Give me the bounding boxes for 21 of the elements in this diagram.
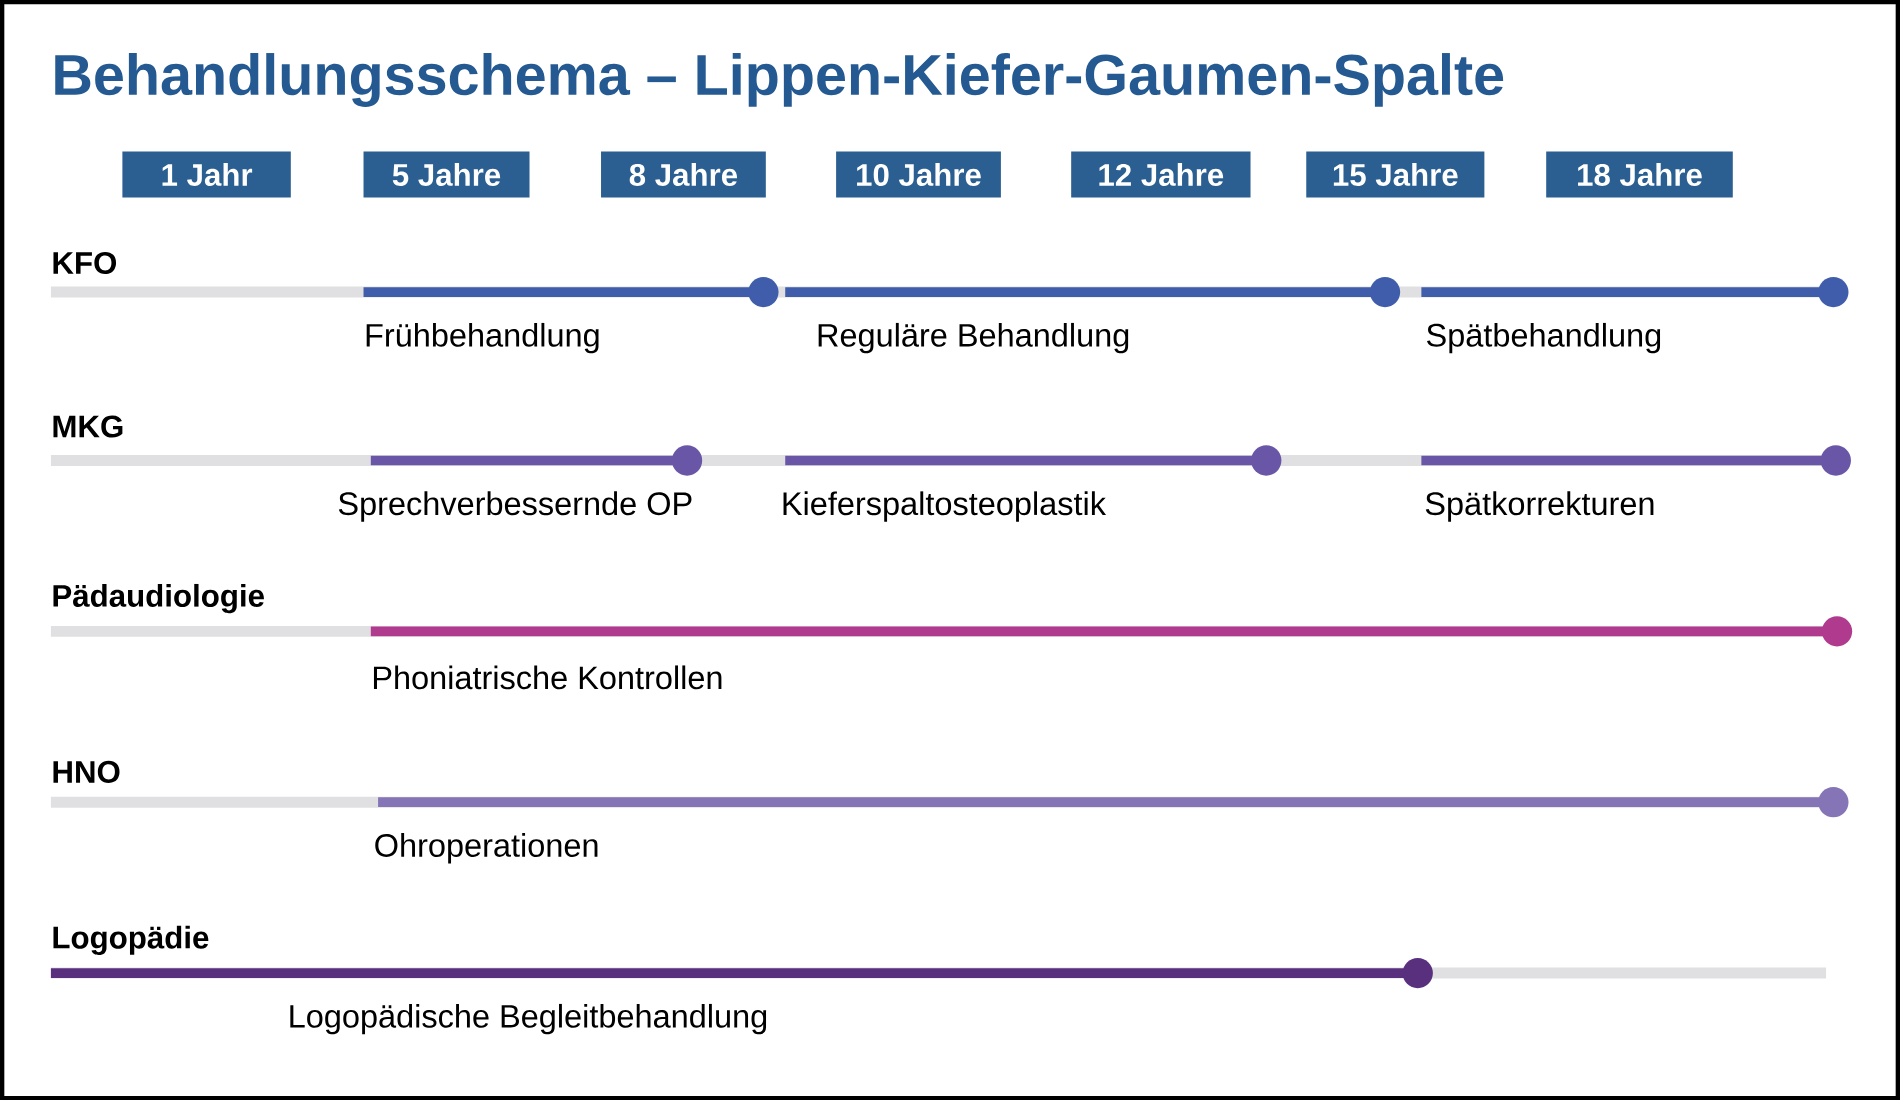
title: Behandlungsschema – Lippen-Kiefer-Gaumen-Spalte: [55, 52, 1504, 107]
node-label: Ohroperationen: [375, 832, 598, 864]
node-label: Frühbehandlung: [366, 322, 599, 354]
year-box: 10 Jahre: [836, 151, 1001, 198]
timeline-bar: Frühbehandlung: [363, 276, 779, 354]
node-label: Reguläre Behandlung: [818, 322, 1129, 354]
node-label: Logopädische Begleitbehandlung: [290, 1003, 767, 1035]
year-box: 15 Jahre: [1306, 151, 1485, 198]
node-label: Phoniatrische Kontrollen: [373, 665, 722, 690]
timeline-bar: Logopädische Begleitbehandlung: [50, 957, 1433, 1035]
node-label: Sprechverbessernde OP: [338, 491, 692, 522]
timeline-bar: Spätbehandlung: [1421, 276, 1849, 354]
node-label: Spätkorrekturen: [1425, 491, 1654, 522]
year-box: 18 Jahre: [1546, 151, 1733, 198]
year-box: 12 Jahre: [1071, 151, 1251, 198]
node-label: Kieferspaltosteoplastik: [783, 491, 1107, 522]
node-label: Spätbehandlung: [1427, 322, 1661, 354]
year-box: 8 Jahre: [601, 151, 766, 198]
timeline-bar: Reguläre Behandlung: [785, 276, 1401, 354]
year-box: 5 Jahre: [363, 151, 530, 198]
year-box: 1 Jahr: [122, 151, 291, 198]
